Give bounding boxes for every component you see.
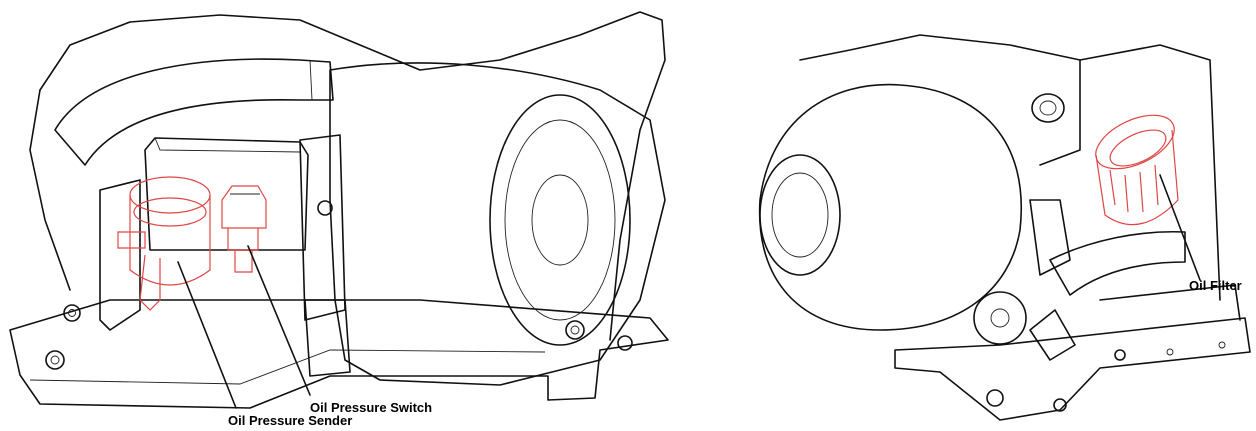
oil-pressure-sender bbox=[117, 176, 211, 311]
left-engine-frame bbox=[39, 11, 666, 341]
left-engine-view bbox=[9, 11, 669, 409]
right-engine-view bbox=[758, 34, 1251, 421]
switch-leader-line bbox=[247, 245, 311, 396]
oil-pressure-switch bbox=[221, 185, 267, 273]
right-blower-shroud bbox=[758, 83, 1022, 331]
left-base-plate bbox=[9, 299, 669, 409]
pump-wheel bbox=[973, 291, 1027, 345]
blower-shroud bbox=[329, 62, 666, 386]
oil-filter-label: Oil Filter bbox=[1189, 278, 1242, 293]
oil-pressure-switch-label: Oil Pressure Switch bbox=[310, 400, 433, 415]
base-bolts bbox=[45, 304, 633, 370]
right-base-bolts bbox=[986, 341, 1226, 412]
sender-leader-line bbox=[177, 261, 237, 409]
oil-filter bbox=[1095, 114, 1179, 226]
right-base-plate bbox=[894, 317, 1251, 421]
curved-hose bbox=[54, 58, 334, 166]
filter-leader-line bbox=[1159, 174, 1201, 281]
oil-pressure-sender-label: Oil Pressure Sender bbox=[228, 413, 353, 428]
blower-face bbox=[489, 94, 631, 346]
mounting-bracket bbox=[99, 179, 141, 331]
